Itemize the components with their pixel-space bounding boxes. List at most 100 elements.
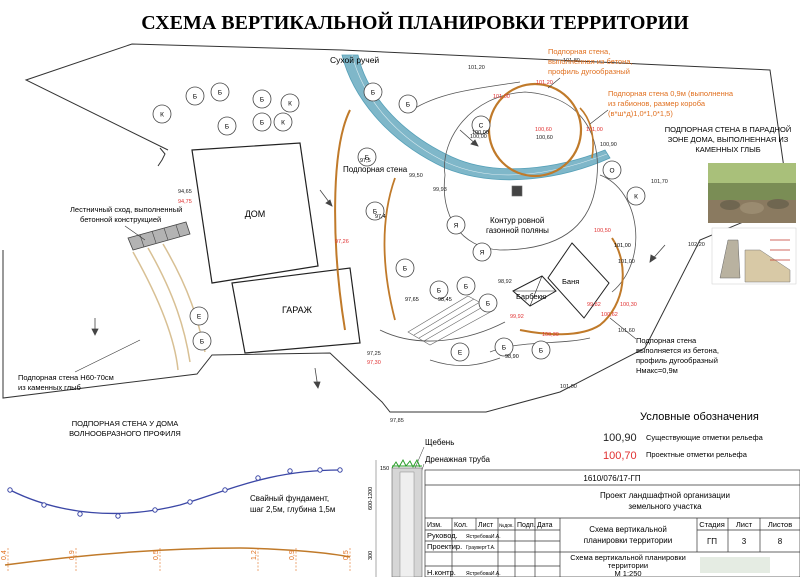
leader-line (74, 339, 141, 373)
existing-elevation: 99,93 (433, 187, 447, 193)
note-front-wall-1: ПОДПОРНАЯ СТЕНА В ПАРАДНОЙ (665, 125, 792, 134)
label-retaining-wall: Подпорная стена (343, 165, 408, 174)
slope-arrows (91, 129, 666, 389)
design-elevation: 101,00 (586, 127, 603, 133)
stamp-h-sheet: Лист (736, 520, 753, 529)
tree-symbol (478, 293, 498, 313)
tree-letter: Б (200, 339, 204, 346)
stamp-scale: М 1:250 (614, 569, 641, 577)
wave-wall-curve (147, 247, 191, 363)
existing-elevation: 102,20 (688, 242, 705, 248)
stamp-h-kol: Кол. (454, 522, 468, 529)
garage-building (231, 267, 361, 354)
design-elevation: 100,30 (620, 302, 637, 308)
tree-symbol (152, 104, 172, 124)
section-mark-value: 0,4 (1, 550, 8, 560)
retaining-wall-left (334, 109, 351, 331)
stamp-h-data: Дата (537, 522, 553, 529)
stamp-h-podp: Подп. (517, 522, 536, 529)
tree-letter: Б (406, 102, 410, 109)
stamp-role-head: Руковод. (427, 531, 458, 540)
tree-letter: Б (502, 345, 506, 352)
tree-symbol (210, 82, 230, 102)
tree-elevation: 97,4 (375, 214, 386, 220)
tree-symbol (472, 242, 492, 262)
tree-elevation: 97,65 (405, 297, 419, 303)
design-elevation: 101,00 (493, 94, 510, 100)
tree-symbol (395, 258, 415, 278)
label-gravel: Щебень (425, 438, 454, 447)
pile-dot (287, 468, 293, 474)
label-drain: Дренажная труба (425, 455, 490, 464)
existing-elevation: 97,25 (367, 351, 381, 357)
design-elevation: 99,82 (587, 302, 601, 308)
tree-letter: Б (539, 348, 543, 355)
pile-dot (317, 467, 323, 473)
label-lawn-1: Контур ровной (490, 216, 544, 225)
tree-symbol (398, 94, 418, 114)
tree-symbol (252, 112, 272, 132)
wave-profile-piles (7, 467, 343, 519)
elevation-mark: 101,00 (618, 259, 635, 265)
path-contour (411, 81, 521, 111)
pile-dot (152, 507, 158, 513)
pile-dot (115, 513, 121, 519)
design-elevation: 97,26 (335, 239, 349, 245)
tree-letter: К (288, 101, 292, 108)
page-title: СХЕМА ВЕРТИКАЛЬНОЙ ПЛАНИРОВКИ ТЕРРИТОРИИ (141, 11, 689, 34)
tree-letter: Б (218, 90, 222, 97)
tree-symbol (626, 186, 646, 206)
design-elevation: 100,60 (535, 127, 552, 133)
existing-elevation: 101,70 (651, 179, 668, 185)
tree-letter: Б (260, 120, 264, 127)
tree-letter: Б (365, 155, 369, 162)
lawn-contour (443, 91, 598, 251)
note-stairs-2: бетонной конструкцией (80, 215, 161, 224)
design-elevation: 99,92 (510, 314, 524, 320)
stamp-h-sheets: Листов (768, 520, 792, 529)
note-arc-wall-1: Подпорная стена, (548, 47, 610, 56)
elevations-layer: 101,20101,8094,6599,5099,9398,92101,7010… (178, 58, 705, 424)
legend-title: Условные обозначения (640, 411, 759, 423)
tree-letter: К (160, 112, 164, 119)
pile-dot (222, 487, 228, 493)
tree-letter: Б (464, 284, 468, 291)
note-concrete-wall-4: Нмакс=0,9м (636, 366, 678, 375)
stamp-v-sheet: 3 (742, 537, 747, 546)
tree-letter: С (479, 123, 484, 130)
stamp-drawing-1: Схема вертикальной планировки (570, 553, 686, 562)
note-stone-wall-2: из каменных глыб (18, 383, 81, 392)
tree-symbol (494, 337, 514, 357)
tree-symbol (602, 160, 622, 180)
retaining-wall-middle (383, 177, 396, 321)
dim-600: 600-1200 (368, 487, 374, 510)
stone-wall-section-thumb (711, 227, 797, 285)
existing-elevation: 98,92 (498, 279, 512, 285)
design-elevation: 100,30 (542, 332, 559, 338)
tree-letter: Б (373, 209, 377, 216)
tree-symbol (365, 201, 385, 221)
note-gabion-2: из габионов, размер короба (608, 99, 706, 108)
tree-elevation: 98,90 (505, 354, 519, 360)
path-contour (379, 321, 591, 366)
tree-symbol (252, 89, 272, 109)
section-mark-value: 0,9 (289, 550, 296, 560)
design-elevation: 101,20 (536, 80, 553, 86)
label-sauna: Баня (562, 277, 579, 286)
tree-symbol (192, 331, 212, 351)
leader-line (547, 77, 561, 89)
stamp-v-stage: ГП (707, 537, 717, 546)
title-block (424, 469, 800, 577)
tree-letter: О (609, 168, 614, 175)
existing-elevation: 100,90 (600, 142, 617, 148)
house-building (191, 142, 319, 284)
section-mark-value: 0,9 (69, 550, 76, 560)
stamp-role-control: Н.контр. (427, 568, 456, 577)
wave-profile-curve (9, 469, 341, 515)
note-front-wall-2: ЗОНЕ ДОМА, ВЫПОЛНЕННАЯ ИЗ (668, 135, 789, 144)
sauna-building (547, 242, 610, 319)
tree-symbol (450, 342, 470, 362)
